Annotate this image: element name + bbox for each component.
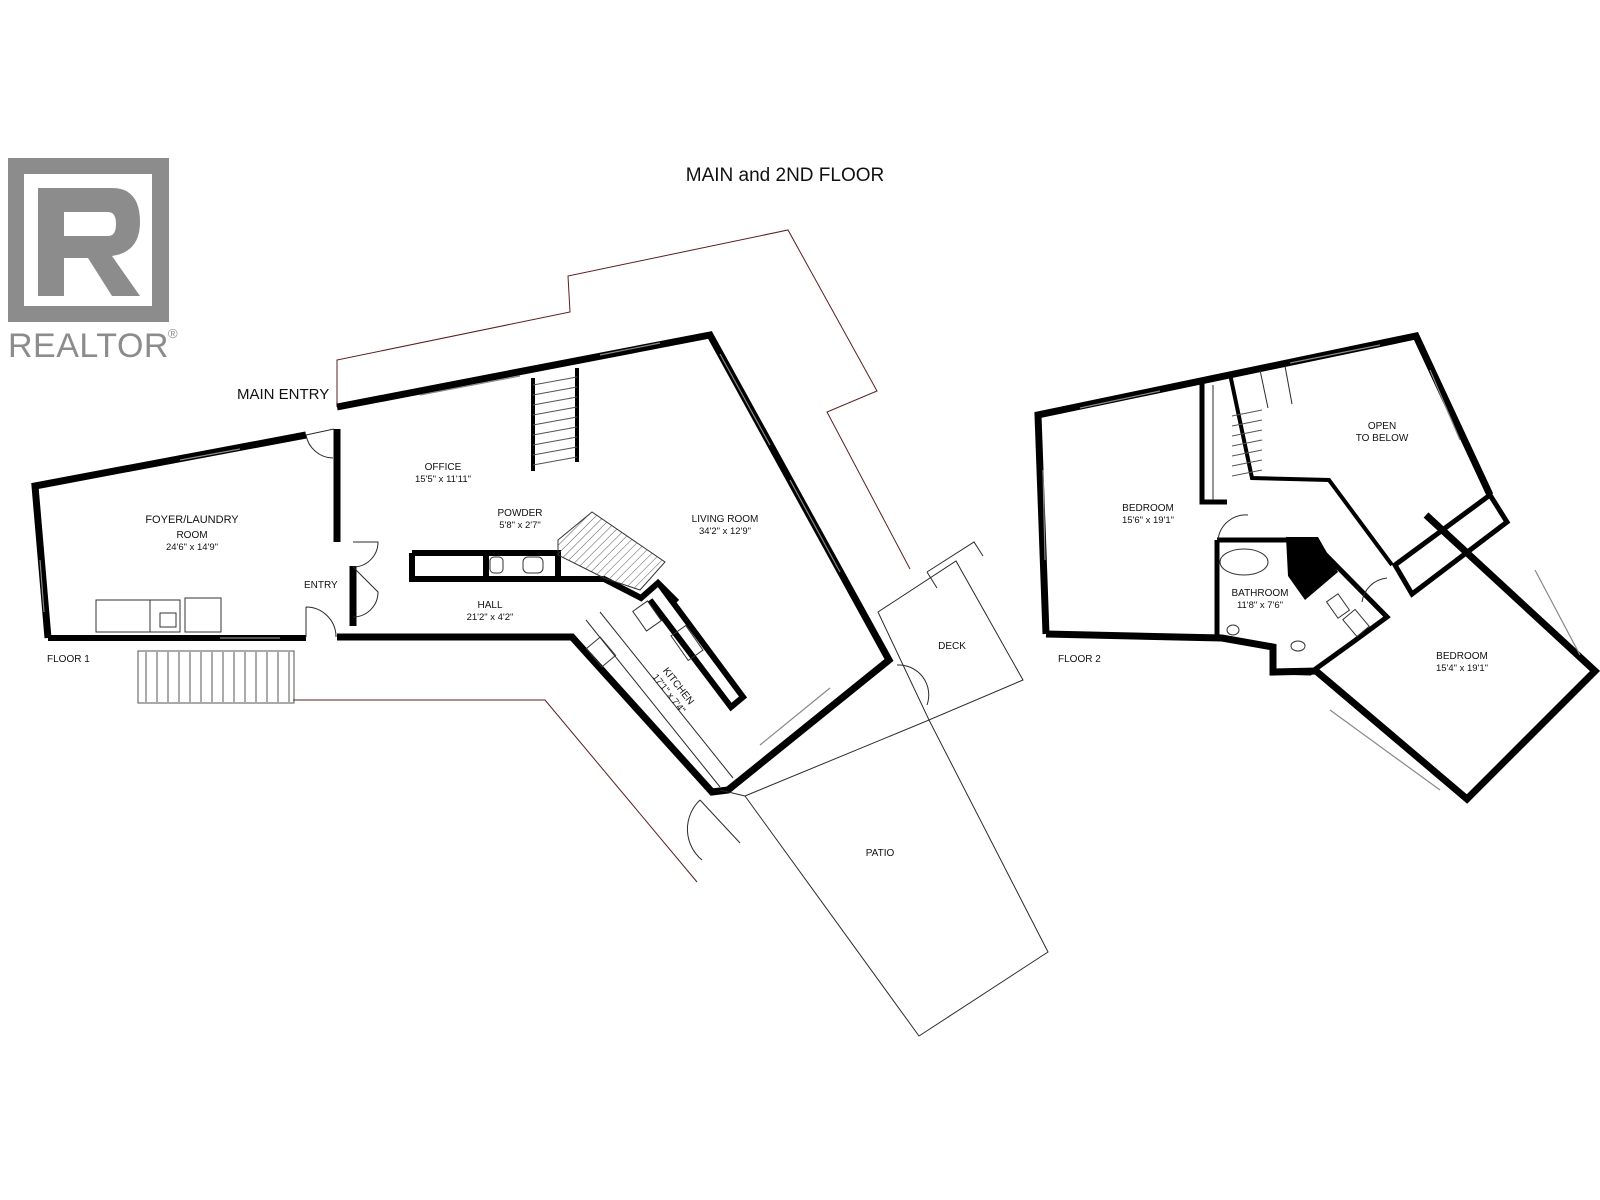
living-room-name: LIVING ROOM <box>692 514 759 525</box>
fireplace <box>557 511 666 591</box>
chimney-block <box>1286 537 1338 600</box>
stair-tread <box>532 436 578 446</box>
floor-1-label: FLOOR 1 <box>47 654 90 665</box>
bath-sink-2 <box>1290 640 1306 652</box>
bathroom-dims: 11'8" x 7'6" <box>1237 600 1283 611</box>
stair-tread <box>532 386 578 396</box>
office-dims: 15'5" x 11'11" <box>415 474 471 485</box>
washer-dryer <box>184 597 222 633</box>
living-room-dims: 34'2" x 12'9" <box>699 526 751 537</box>
office-name: OFFICE <box>425 462 462 473</box>
stair-tread <box>1231 419 1263 427</box>
patio-outline <box>744 719 1049 1037</box>
stair-tread <box>532 426 578 436</box>
stair-tread <box>532 456 578 466</box>
foyer-dims: 24'6" x 14'9" <box>166 542 218 553</box>
floor-2-stairs <box>1228 365 1394 567</box>
stair-tread <box>1231 409 1263 417</box>
bathroom-name: BATHROOM <box>1231 588 1288 599</box>
stair-tread <box>1231 469 1263 477</box>
powder-toilet <box>489 556 504 574</box>
realtor-logo-text: REALTOR <box>8 327 169 365</box>
hall-dims: 21'2" x 4'2" <box>467 612 514 623</box>
deck-patio <box>719 541 1049 1037</box>
floor-2-label: FLOOR 2 <box>1058 654 1101 665</box>
powder-dims: 5'8" x 2'7" <box>499 520 541 531</box>
realtor-logo: REALTOR ® <box>8 158 178 365</box>
exterior-lower-outline <box>293 699 698 883</box>
powder-sink <box>522 556 544 574</box>
kitchen-stove <box>670 624 704 662</box>
floor-2-plan <box>1034 332 1600 804</box>
bedroom-1-name: BEDROOM <box>1122 503 1174 514</box>
foyer-name-1: FOYER/LAUNDRY <box>145 514 239 526</box>
realtor-r-glyph <box>38 188 140 296</box>
open-to-below-2: TO BELOW <box>1356 433 1409 444</box>
deck-label: DECK <box>938 641 966 652</box>
page-title: MAIN and 2ND FLOOR <box>686 165 885 186</box>
exterior-stairs <box>137 650 295 704</box>
stair-tread <box>532 446 578 456</box>
stair-tread <box>532 416 578 426</box>
interior-stairs <box>531 368 579 471</box>
floor-1-plan <box>31 229 911 883</box>
stair-tread <box>1231 449 1263 457</box>
kitchen-counter <box>647 583 748 712</box>
main-body-wall <box>336 331 894 796</box>
powder-name: POWDER <box>498 508 543 519</box>
bedroom-1-dims: 15'6" x 19'1" <box>1122 515 1174 526</box>
foyer-name-2: ROOM <box>176 530 207 541</box>
patio-label: PATIO <box>866 848 895 859</box>
hall-name: HALL <box>477 600 502 611</box>
stair-tread <box>1231 429 1263 437</box>
kitchen-sink <box>585 636 617 668</box>
realtor-registered-mark: ® <box>168 326 178 341</box>
bath-sink-1 <box>1226 624 1240 636</box>
stair-tread <box>532 396 578 406</box>
bathtub <box>1219 548 1269 576</box>
main-entry-label: MAIN ENTRY <box>237 386 329 403</box>
entry-label: ENTRY <box>304 580 338 591</box>
open-to-below-1: OPEN <box>1368 421 1396 432</box>
laundry-counter <box>95 599 151 633</box>
bedroom-2-name: BEDROOM <box>1436 651 1488 662</box>
laundry-sink <box>159 612 177 628</box>
stair-tread <box>1231 459 1263 467</box>
stair-tread <box>1231 439 1263 447</box>
exterior-roof-outline <box>336 229 911 570</box>
stair-tread <box>532 376 578 386</box>
foyer-wall <box>31 431 307 639</box>
bedroom-2-dims: 15'4" x 19'1" <box>1436 663 1488 674</box>
stair-tread <box>532 406 578 416</box>
deck-outline <box>877 560 1024 721</box>
